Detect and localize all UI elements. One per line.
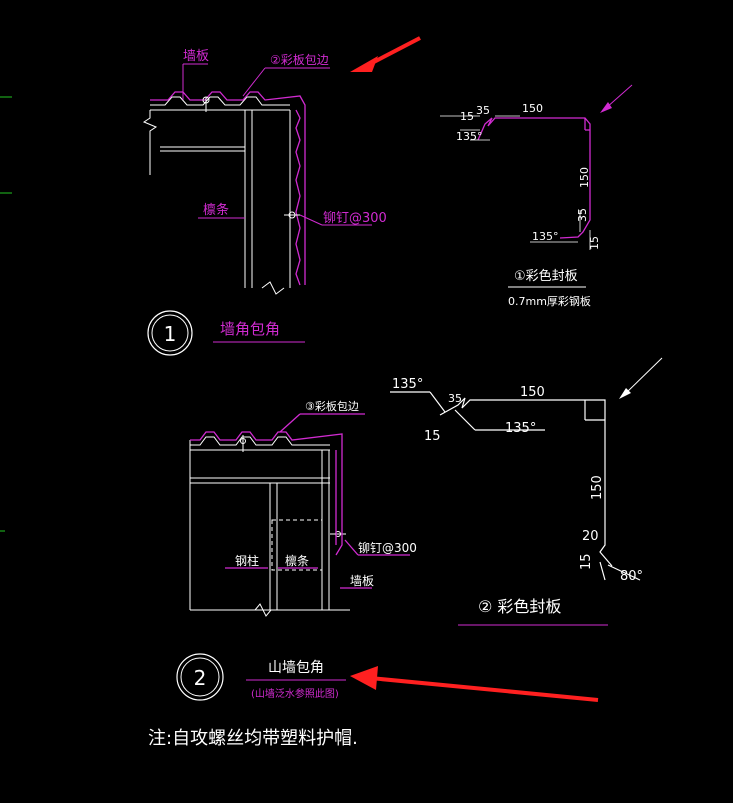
detail-2-subtitle: (山墙泛水参照此图) (251, 687, 339, 700)
detail-1-rivet-label: 铆钉@300 (323, 211, 387, 226)
trim-1-dim-15: 15 (460, 110, 474, 123)
trim-1-dimensions: 15 35 150 135° 150 35 135° 15 (456, 102, 601, 250)
detail-2-rivet-label: 铆钉@300 (358, 540, 417, 555)
trim-2-dim-35: 35 (448, 392, 462, 405)
detail-1-callout: 1 墙角包角 (147, 310, 305, 356)
detail-1-wall-panel-label: 墙板 (183, 49, 209, 64)
red-arrow-lower (350, 666, 599, 702)
trim-2-dimensions: 135° 35 15 150 135° 150 20 15 80° (392, 377, 643, 584)
detail-2-number-circle (176, 653, 224, 701)
detail-1-drawing (142, 63, 372, 295)
detail-1-number: 1 (164, 322, 177, 346)
detail-1-purlin-label: 檩条 (203, 202, 229, 218)
detail-2-title: 山墙包角 (268, 660, 324, 676)
trim-2-title: ② 彩色封板 (478, 597, 561, 616)
detail-2-trim (190, 413, 410, 589)
detail-1-labels: 墙板 ②彩板包边 檩条 铆钉@300 (183, 49, 387, 226)
trim-1-dim-35: 35 (476, 104, 490, 117)
detail-2-callout: 2 山墙包角 (山墙泛水参照此图) (176, 653, 346, 701)
trim-2-dim-15: 15 (424, 429, 441, 444)
trim-2-dim-20: 20 (582, 529, 599, 544)
trim-2-dim-150-side: 150 (590, 475, 605, 500)
trim-1-dim-15-bottom: 15 (588, 236, 601, 250)
detail-2-column-label: 钢柱 (235, 553, 259, 568)
trim-1-dim-150-top: 150 (522, 102, 543, 115)
trim-2-dim-135-inner: 135° (505, 421, 536, 436)
trim-2-dim-80: 80° (620, 569, 643, 584)
left-edge-ticks (0, 96, 12, 532)
trim-2-caption: ② 彩色封板 (458, 597, 608, 626)
trim-1-dim-35-side: 35 (576, 208, 589, 222)
trim-1-dim-135-top: 135° (456, 130, 483, 143)
trim-1-title: ①彩色封板 (514, 268, 578, 284)
detail-2-trim-label: ③彩板包边 (305, 399, 359, 413)
trim-2-pointer (619, 357, 663, 399)
detail-1-number-circle (147, 310, 193, 356)
general-note: 注:自攻螺丝均带塑料护帽. (148, 728, 358, 749)
trim-1-subtitle: 0.7mm厚彩钢板 (508, 294, 591, 308)
trim-1-profile (440, 115, 591, 250)
trim-2-dim-15-bottom: 15 (579, 553, 594, 570)
detail-2-purlin-label: 檩条 (285, 553, 309, 568)
trim-2-dim-135-left: 135° (392, 377, 423, 392)
trim-2-profile (390, 391, 641, 581)
trim-1-dim-135-bottom: 135° (532, 230, 559, 243)
trim-1-pointer (600, 84, 633, 113)
trim-1-caption: ①彩色封板 0.7mm厚彩钢板 (508, 268, 591, 308)
detail-2-drawing (189, 435, 350, 617)
detail-1-title: 墙角包角 (220, 320, 280, 338)
detail-1-trim-label: ②彩板包边 (270, 53, 329, 67)
detail-2-labels: ③彩板包边 钢柱 檩条 铆钉@300 墙板 (235, 399, 417, 588)
detail-2-wall-panel-label: 墙板 (350, 574, 374, 588)
trim-1-dim-150-side: 150 (578, 167, 591, 188)
red-arrow-upper (350, 36, 421, 72)
trim-2-dim-150-top: 150 (520, 385, 545, 400)
detail-2-number: 2 (194, 666, 207, 690)
